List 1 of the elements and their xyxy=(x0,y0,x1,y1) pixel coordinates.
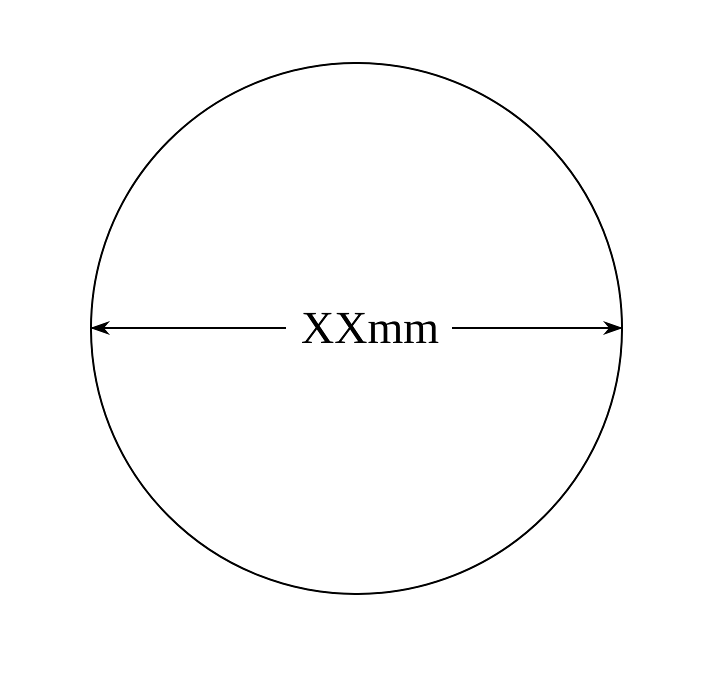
circle-outline xyxy=(90,62,623,595)
